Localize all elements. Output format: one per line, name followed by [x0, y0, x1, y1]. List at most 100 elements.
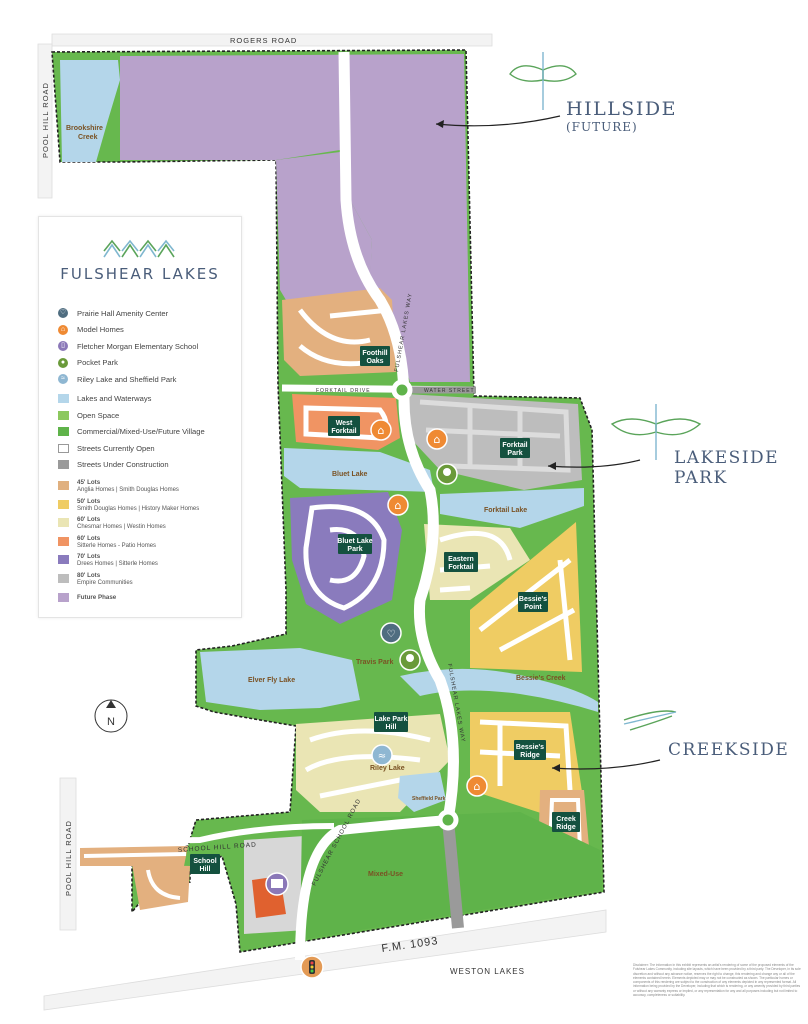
legend-lot-size: 70' Lots — [77, 553, 101, 560]
forktail-lake-label: Forktail Lake — [484, 507, 527, 514]
legend-swatch — [58, 394, 69, 404]
legend-amenity-row: ▯ Fletcher Morgan Elementary School — [58, 338, 235, 355]
legend-swatch — [58, 443, 69, 453]
legend-area-row: Streets Under Construction — [58, 457, 235, 474]
riley-lake-marker[interactable]: ≈ — [371, 744, 393, 766]
legend-swatch — [58, 573, 69, 583]
pool-hill-road-bottom-label: POOL HILL ROAD — [64, 820, 73, 896]
lakeside-name2: PARK — [674, 468, 728, 488]
fulshear-school-road — [295, 815, 449, 961]
pocket-park-marker-forktail[interactable] — [436, 463, 458, 485]
school-hill-streets — [83, 852, 187, 900]
brand-name: FULSHEAR LAKES — [60, 265, 220, 283]
school-marker[interactable] — [265, 872, 289, 896]
book-icon: ▯ — [58, 341, 68, 352]
water-street-label: WATER STREET — [424, 388, 475, 394]
lakeside-village-label: LAKESIDE PARK — [674, 448, 779, 488]
fulshear-lakes-logo — [39, 237, 241, 264]
svg-text:Bessie's: Bessie's — [519, 596, 547, 603]
legend-items: ♡Prairie Hall Amenity Center⌂Model Homes… — [58, 305, 235, 604]
legend-label: Streets Under Construction — [77, 460, 169, 470]
map-legend: FULSHEAR LAKES ♡Prairie Hall Amenity Cen… — [38, 216, 242, 618]
tag-bluet-lake-park: Bluet Lake Park — [337, 534, 373, 554]
legend-lot-builders: Drees Homes | Sitterle Homes — [77, 561, 158, 567]
roundabout-north — [391, 379, 413, 401]
legend-lot-builders: Anglia Homes | Smith Douglas Homes — [77, 487, 179, 493]
hillside-dragonfly-icon — [509, 52, 577, 110]
legend-label: Streets Currently Open — [77, 443, 155, 453]
bluet-lake-water — [284, 448, 434, 492]
tag-school-hill: School Hill — [190, 854, 220, 874]
legend-swatch — [58, 555, 69, 564]
legend-label: Pocket Park — [77, 358, 118, 368]
legend-swatch — [58, 427, 69, 437]
legend-future-phase: Future Phase — [58, 590, 235, 604]
brookshire-creek-label-1: Brookshire — [66, 125, 103, 132]
cross-street-label: FORKTAIL DRIVE — [316, 388, 371, 394]
disclaimer-text: Disclaimer: The information in this exhi… — [633, 963, 801, 998]
legend-lot-size: 50' Lots — [77, 497, 101, 505]
rogers-road-label: ROGERS ROAD — [230, 36, 297, 45]
tag-foothill-oaks: Foothill Oaks — [360, 346, 390, 366]
legend-amenity-row: ≈Riley Lake and Sheffield Park — [58, 371, 235, 388]
tag-eastern-forktail: Eastern Forktail — [444, 552, 478, 572]
legend-lot-size: 80' Lots — [77, 571, 101, 579]
svg-text:Forktail: Forktail — [331, 428, 356, 435]
legend-swatch — [58, 518, 69, 527]
elver-fly-lake-water — [200, 648, 360, 710]
legend-label: Riley Lake and Sheffield Park — [77, 374, 177, 384]
lakeside-dragonfly-icon — [610, 404, 702, 460]
lakeside-arrow — [547, 459, 641, 468]
bluet-lake-label: Bluet Lake — [332, 471, 368, 478]
amenity-center-marker[interactable]: ♡ — [380, 622, 402, 644]
legend-label: Lakes and Waterways — [77, 394, 152, 404]
model-home-marker-creekside[interactable]: ⌂ — [466, 775, 488, 797]
legend-lot-size: 60' Lots — [77, 534, 101, 542]
legend-lot-builders: Chesmar Homes | Westin Homes — [77, 524, 166, 530]
fulshear-lakes-way-south — [442, 819, 464, 929]
pocket-park-marker-travis[interactable] — [399, 649, 421, 671]
model-home-marker-west-forktail[interactable]: ⌂ — [370, 419, 392, 441]
svg-text:Bessie's: Bessie's — [516, 744, 544, 751]
tag-bessies-ridge: Bessie's Ridge — [514, 740, 546, 760]
svg-text:Forktail: Forktail — [502, 442, 527, 449]
heart-icon: ♡ — [58, 308, 68, 319]
model-home-marker-bluet[interactable]: ⌂ — [387, 494, 409, 516]
svg-text:⌂: ⌂ — [434, 433, 441, 446]
legend-label: Fletcher Morgan Elementary School — [77, 341, 199, 351]
legend-swatch — [58, 460, 69, 470]
model-home-marker-forktail-park[interactable]: ⌂ — [426, 428, 448, 450]
weston-lakes-label: WESTON LAKES — [450, 967, 525, 976]
svg-text:West: West — [336, 420, 353, 427]
pool-hill-strip-top — [37, 43, 53, 199]
travis-park-label: Travis Park — [356, 659, 393, 666]
tag-forktail-park: Forktail Park — [500, 438, 530, 458]
svg-text:Creek: Creek — [556, 816, 576, 823]
svg-text:School: School — [193, 858, 216, 865]
legend-area-row: Lakes and Waterways — [58, 391, 235, 408]
riley-lake-water — [398, 772, 446, 812]
brookshire-creek-label-2: Creek — [78, 134, 98, 141]
svg-text:Ridge: Ridge — [520, 752, 540, 759]
legend-label: Open Space — [77, 410, 120, 420]
bessies-creek-label: Bessie's Creek — [516, 675, 566, 682]
lakeside-name: LAKESIDE — [674, 448, 780, 468]
tag-creek-ridge: Creek Ridge — [552, 812, 580, 832]
forktail-park-streets — [419, 399, 571, 473]
legend-swatch — [58, 536, 69, 546]
hillside-west-strip — [276, 152, 372, 300]
svg-text:⌂: ⌂ — [474, 780, 481, 793]
svg-text:Hill: Hill — [386, 724, 397, 731]
creekside-village-label: CREEKSIDE — [668, 740, 789, 760]
svg-text:Foothill: Foothill — [362, 350, 387, 357]
svg-text:Park: Park — [507, 450, 522, 457]
legend-amenity-row: ♡Prairie Hall Amenity Center — [58, 305, 235, 322]
legend-label: Future Phase — [77, 593, 117, 601]
legend-lot-builders: Empire Communities — [77, 579, 133, 586]
svg-text:♡: ♡ — [387, 629, 396, 640]
